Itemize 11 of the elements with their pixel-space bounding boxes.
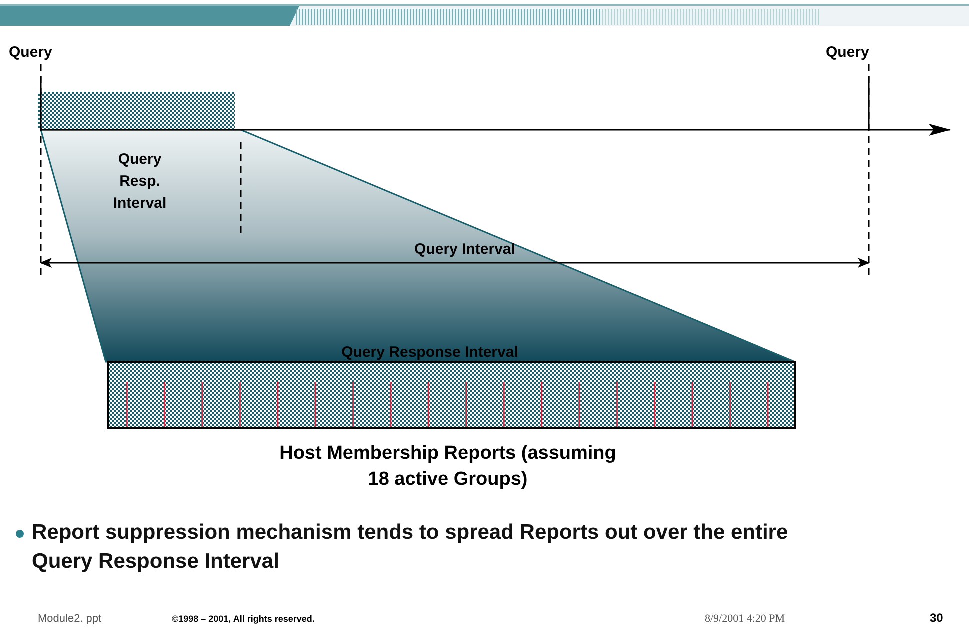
interval-label: Query Interval: [414, 241, 516, 259]
footer-text: ©1998 – 2001, All rights reserved.: [172, 614, 316, 625]
footer-text: Module2. ppt: [38, 613, 103, 626]
query-label: Query: [9, 44, 54, 62]
bullet-text: Report suppression mechanism tends to spread Reports out over the entire Query Response Interval: [32, 520, 790, 575]
footer-text: 8/9/2001 4:20 PM: [705, 613, 786, 626]
query-label: Query: [826, 44, 870, 62]
interval-label: Query Response Interval: [340, 344, 520, 362]
page-number: 30: [930, 611, 944, 626]
caption-text: Host Membership Reports (assuming 18 active Groups): [278, 442, 618, 492]
interval-label: Query Resp. Interval: [112, 150, 168, 214]
